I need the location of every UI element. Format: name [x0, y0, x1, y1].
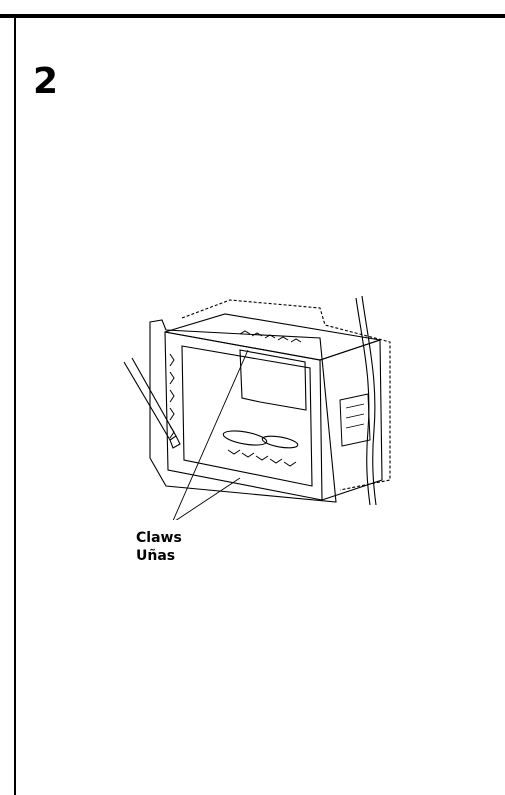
side-bracket	[339, 393, 371, 447]
front-frame-plate	[149, 319, 337, 503]
dashboard-panel-edge-2	[361, 295, 377, 506]
sleeve-front	[164, 331, 323, 501]
top-border-rule	[0, 14, 505, 18]
callout-spanish: Uñas	[136, 548, 176, 564]
step-number: 2	[33, 61, 59, 102]
sleeve-back-wall	[239, 349, 307, 411]
callout-english: Claws	[136, 530, 182, 546]
dashboard-cutout-outline	[181, 299, 391, 491]
claw-teeth-bottom	[227, 449, 297, 467]
left-border-rule	[14, 14, 16, 795]
leader-line-top	[172, 349, 249, 520]
leader-line-bottom	[175, 477, 241, 520]
screwdriver-tool	[123, 357, 177, 441]
sleeve-right-side	[319, 339, 383, 501]
claw-teeth-top	[239, 330, 302, 343]
mounting-sleeve-illustration	[123, 295, 391, 520]
dashboard-panel-edge	[355, 297, 371, 506]
sleeve-opening	[181, 345, 313, 487]
claws-callout-label: Claws Uñas	[136, 529, 182, 565]
